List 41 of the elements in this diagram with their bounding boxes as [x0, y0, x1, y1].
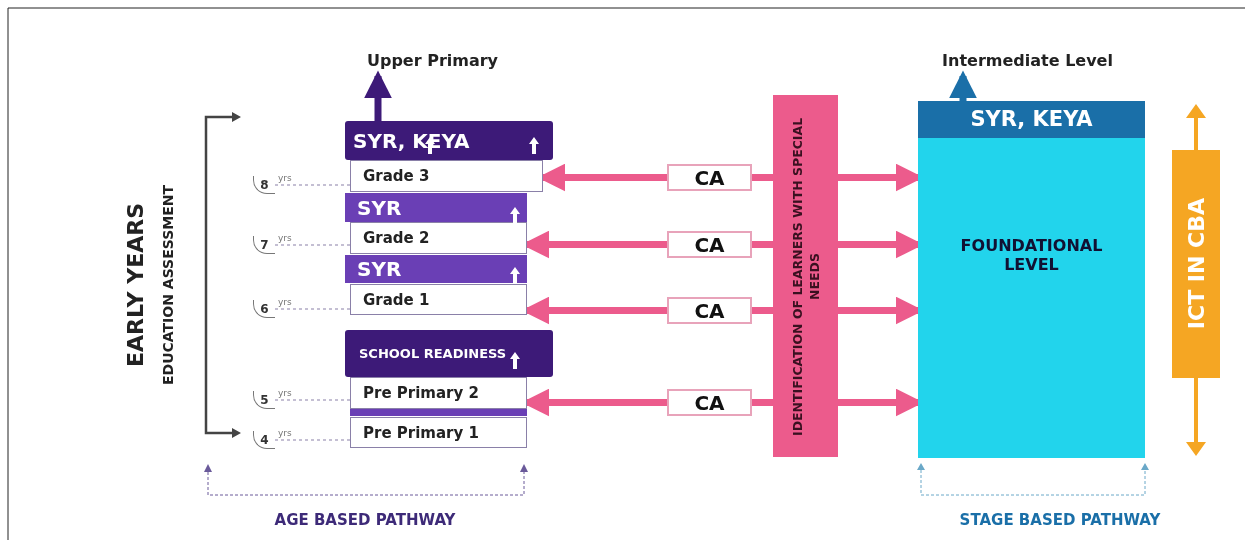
age-unit: yrs: [278, 428, 292, 438]
arrow: [949, 70, 977, 101]
assessment-box: CA: [667, 164, 752, 191]
label-text: EDUCATION ASSESSMENT: [160, 184, 176, 386]
stage-bar: SCHOOL READINESS: [345, 330, 553, 377]
level-header: SYR, KEYA: [918, 101, 1145, 138]
dotted-leader-line: [274, 184, 351, 186]
level-title: FOUNDATIONAL LEVEL: [959, 236, 1104, 274]
age-number: 5: [253, 391, 275, 409]
grade-box: Pre Primary 2: [350, 377, 527, 409]
assessment-box: CA: [667, 231, 752, 258]
vertical-band: IDENTIFICATION OF LEARNERS WITH SPECIAL NEEDS: [773, 95, 838, 457]
age-unit: yrs: [278, 388, 292, 398]
label-text: EARLY YEARS: [122, 203, 148, 367]
grade-box: Grade 1: [350, 284, 527, 315]
vertical-band: ICT IN CBA: [1172, 150, 1220, 378]
grade-box: Grade 2: [350, 222, 527, 254]
heading-text: Intermediate Level: [915, 48, 1140, 72]
age-number: 7: [253, 236, 275, 254]
grade-box: Grade 3: [350, 160, 543, 192]
age-unit: yrs: [278, 173, 292, 183]
arrow: [364, 70, 392, 121]
label-text: STAGE BASED PATHWAY: [959, 511, 1161, 529]
label-text: AGE BASED PATHWAY: [274, 511, 456, 529]
stage-bar: SYR: [345, 193, 527, 222]
level-box: [918, 101, 1145, 458]
age-unit: yrs: [278, 297, 292, 307]
dotted-leader-line: [274, 308, 351, 310]
grade-box: Pre Primary 1: [350, 417, 527, 448]
stage-bar: SYR: [345, 255, 527, 283]
age-number: 4: [253, 431, 275, 449]
age-number: 8: [253, 176, 275, 194]
assessment-box: CA: [667, 297, 752, 324]
dotted-leader-line: [274, 439, 351, 441]
heading-text: Upper Primary: [350, 48, 515, 72]
dotted-leader-line: [274, 399, 351, 401]
assessment-box: CA: [667, 389, 752, 416]
age-number: 6: [253, 300, 275, 318]
age-unit: yrs: [278, 233, 292, 243]
stage-bar: SYR, KEYA: [345, 121, 553, 160]
dotted-leader-line: [274, 244, 351, 246]
